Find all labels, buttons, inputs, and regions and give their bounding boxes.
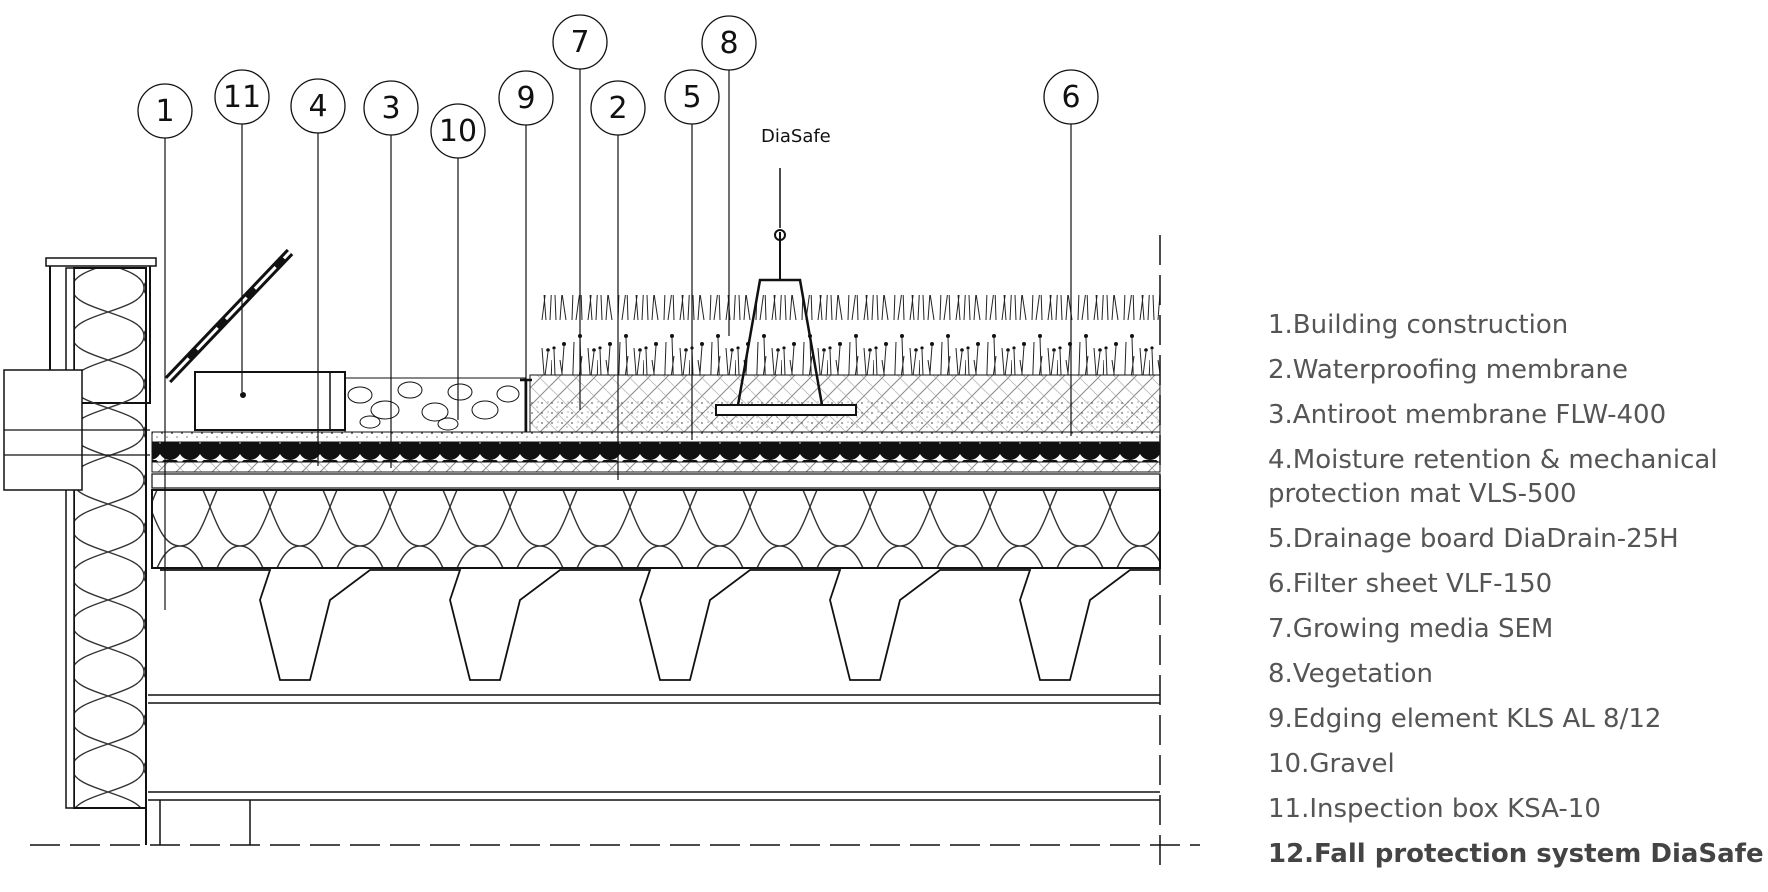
svg-text:3: 3	[381, 91, 400, 126]
gravel	[344, 377, 526, 433]
callout-1: 1	[137, 83, 193, 610]
inspection-box	[164, 248, 346, 431]
svg-text:2: 2	[608, 91, 627, 126]
legend-item: 8.Vegetation	[1268, 659, 1434, 689]
callout-7: 7	[552, 14, 608, 410]
svg-text:4: 4	[308, 89, 327, 124]
legend-item: 1.Building construction	[1268, 310, 1569, 340]
callout-8: 8	[701, 15, 757, 336]
membrane-layers	[151, 431, 1161, 489]
diasafe-anchor	[715, 168, 857, 416]
legend-item: 2.Waterproofing membrane	[1268, 355, 1628, 385]
svg-text:10: 10	[439, 114, 477, 149]
legend-item: 9.Edging element KLS AL 8/12	[1268, 704, 1662, 734]
callout-6: 6	[1043, 69, 1099, 436]
svg-text:8: 8	[719, 26, 738, 61]
callout-3: 3	[363, 80, 419, 468]
legend: 1.Building construction 2.Waterproofing …	[1268, 308, 1764, 882]
svg-text:11: 11	[223, 80, 261, 115]
vegetation	[540, 295, 1160, 375]
svg-text:7: 7	[570, 25, 589, 60]
legend-item: 6.Filter sheet VLF-150	[1268, 569, 1553, 599]
callout-2: 2	[590, 80, 646, 480]
legend-item: 3.Antiroot membrane FLW-400	[1268, 400, 1667, 430]
steel-deck	[148, 569, 1160, 845]
callout-5: 5	[664, 69, 720, 440]
callout-9: 9	[498, 70, 554, 384]
legend-item: 11.Inspection box KSA-10	[1268, 794, 1601, 824]
svg-text:1: 1	[155, 94, 174, 129]
legend-item: 10.Gravel	[1268, 749, 1395, 779]
svg-text:6: 6	[1061, 80, 1080, 115]
insulation-layer	[151, 489, 1161, 569]
callout-10: 10	[430, 103, 486, 420]
callout-4: 4	[290, 78, 346, 466]
diasafe-tag: DiaSafe	[761, 126, 831, 147]
svg-text:5: 5	[682, 80, 701, 115]
callout-11: 11	[214, 69, 270, 392]
legend-item: 5.Drainage board DiaDrain-25H	[1268, 524, 1679, 554]
section-break-lines	[30, 235, 1200, 870]
wall-structure	[3, 257, 157, 845]
svg-text:9: 9	[516, 81, 535, 116]
legend-item: 4.Moisture retention & mechanical protec…	[1268, 445, 1718, 509]
legend-item: 12.Fall protection system DiaSafe	[1268, 839, 1764, 869]
legend-item: 7.Growing media SEM	[1268, 614, 1554, 644]
